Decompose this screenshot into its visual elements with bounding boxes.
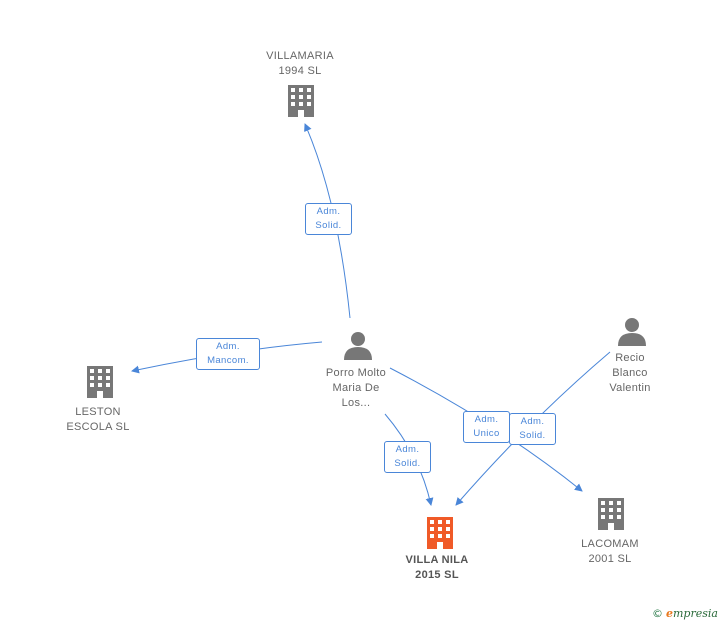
node-name: VILLAMARIA <box>266 50 334 62</box>
node-label-recio[interactable]: Recio Blanco Valentin <box>580 351 680 396</box>
edge-role: Solid. <box>315 220 342 231</box>
node-name: 2001 SL <box>588 553 632 565</box>
edge-role: Adm. <box>474 414 499 425</box>
edge-role: Adm. <box>395 444 420 455</box>
edge-role: Adm. <box>520 416 545 427</box>
node-name: 1994 SL <box>278 65 322 77</box>
edge-role: Unico <box>473 428 500 439</box>
node-name: Blanco <box>612 367 648 379</box>
brand-logo-initial: e <box>666 607 673 620</box>
edge-role: Solid. <box>519 430 546 441</box>
edge-label-porro-villamaria: Adm. Solid. <box>305 203 352 235</box>
edge-label-porro-leston: Adm. Mancom. <box>196 338 260 370</box>
edge-role: Mancom. <box>207 355 249 366</box>
node-name: LACOMAM <box>581 538 639 550</box>
node-label-porro[interactable]: Porro Molto Maria De Los... <box>306 366 406 411</box>
copyright-symbol: © <box>652 607 663 620</box>
node-name: Maria De <box>332 382 380 394</box>
node-name: LESTON <box>75 406 121 418</box>
edge-label-porro-villanila: Adm. Solid. <box>384 441 431 473</box>
edge-role: Adm. <box>216 341 240 352</box>
building-icon[interactable] <box>288 85 314 117</box>
brand-logo-text: mpresia <box>673 607 718 620</box>
node-name: VILLA NILA <box>405 554 469 566</box>
node-label-villamaria[interactable]: VILLAMARIA 1994 SL <box>250 49 350 79</box>
brand-footer[interactable]: ©empresia <box>652 607 718 620</box>
edge-label-porro-lacomam: Adm. Unico <box>463 411 510 443</box>
node-name: Recio <box>615 352 645 364</box>
edge-label-recio-villanila: Adm. Solid. <box>509 413 556 445</box>
person-icon[interactable] <box>344 332 372 360</box>
node-name: ESCOLA SL <box>66 421 130 433</box>
node-label-leston[interactable]: LESTON ESCOLA SL <box>48 405 148 435</box>
edge-role: Adm. <box>316 206 341 217</box>
edge-role: Solid. <box>394 458 421 469</box>
node-name: Valentin <box>609 382 651 394</box>
person-icon[interactable] <box>618 318 646 346</box>
building-icon[interactable] <box>427 517 453 549</box>
node-label-lacomam[interactable]: LACOMAM 2001 SL <box>560 537 660 567</box>
building-icon[interactable] <box>87 366 113 398</box>
node-label-villanila[interactable]: VILLA NILA 2015 SL <box>387 553 487 583</box>
node-name: Porro Molto <box>325 367 387 379</box>
building-icon[interactable] <box>598 498 624 530</box>
node-name: Los... <box>341 397 371 409</box>
node-name: 2015 SL <box>415 569 459 581</box>
